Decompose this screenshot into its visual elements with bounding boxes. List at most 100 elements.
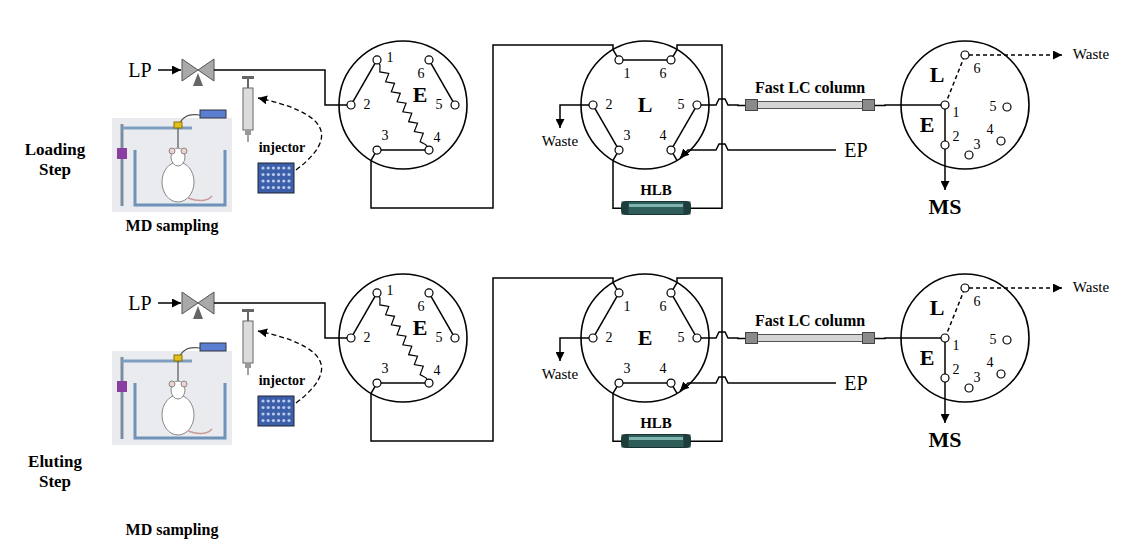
part-body bbox=[745, 332, 875, 344]
plate-well bbox=[272, 412, 275, 415]
port-number: 1 bbox=[953, 339, 960, 353]
port bbox=[1003, 336, 1011, 344]
cartridge-highlight bbox=[629, 437, 683, 440]
port-number: 6 bbox=[418, 67, 425, 81]
stand-pole bbox=[121, 124, 124, 206]
port bbox=[425, 146, 433, 154]
ep-line bbox=[680, 377, 836, 391]
port bbox=[589, 334, 597, 342]
column-fitting bbox=[746, 100, 758, 111]
picture-ground bbox=[112, 351, 232, 445]
valve-knob bbox=[193, 306, 203, 319]
part-name: Fast LC column bbox=[745, 312, 875, 330]
port bbox=[693, 334, 701, 342]
cartridge-highlight bbox=[629, 204, 683, 207]
port bbox=[997, 370, 1005, 378]
valve-internals bbox=[339, 56, 459, 160]
port bbox=[347, 334, 355, 342]
syringe-barrel bbox=[243, 88, 253, 130]
sample-loop bbox=[377, 293, 429, 383]
plate-well bbox=[287, 399, 290, 402]
plate-well bbox=[267, 179, 270, 182]
port-number: 5 bbox=[678, 98, 685, 112]
port bbox=[373, 379, 381, 387]
pump-label: LP bbox=[128, 59, 151, 82]
tubing-connector bbox=[709, 332, 745, 338]
valve-internals bbox=[581, 283, 709, 394]
channel bbox=[944, 105, 946, 145]
valve-position: L bbox=[638, 94, 653, 116]
plate-well bbox=[287, 419, 290, 422]
ms-line bbox=[944, 382, 946, 423]
port-number: 3 bbox=[974, 371, 981, 385]
port-number: 6 bbox=[974, 62, 981, 76]
stand-pole bbox=[121, 357, 124, 439]
plate-well bbox=[261, 399, 264, 402]
port bbox=[667, 146, 675, 154]
plate-well bbox=[267, 399, 270, 402]
waste-line bbox=[560, 338, 581, 361]
plate-well bbox=[272, 406, 275, 409]
channel bbox=[377, 382, 429, 384]
outlet-label: Waste bbox=[542, 366, 578, 383]
plate-well bbox=[261, 406, 264, 409]
port bbox=[965, 384, 973, 392]
port bbox=[941, 101, 949, 109]
rat-body bbox=[162, 395, 194, 435]
port-number: 5 bbox=[436, 98, 443, 112]
valve-outline bbox=[581, 41, 709, 169]
valve-knob bbox=[193, 73, 203, 86]
valve-outline bbox=[339, 274, 467, 402]
rat-ear bbox=[181, 381, 187, 387]
port bbox=[373, 146, 381, 154]
plate-well bbox=[277, 179, 280, 182]
tubing bbox=[177, 361, 178, 381]
plate-well bbox=[282, 412, 285, 415]
valve-outline bbox=[901, 274, 1029, 402]
port-number: 2 bbox=[606, 331, 613, 345]
cartridge bbox=[622, 202, 691, 215]
clamp bbox=[117, 148, 127, 159]
valve-outline bbox=[581, 274, 709, 402]
plate-well bbox=[267, 419, 270, 422]
tubing-connector bbox=[613, 393, 621, 441]
valve-internals bbox=[339, 289, 459, 393]
syringe-pump bbox=[200, 343, 226, 351]
plate-well bbox=[282, 399, 285, 402]
port-number: 2 bbox=[364, 98, 371, 112]
port-number: 4 bbox=[660, 129, 667, 143]
valve-position: E bbox=[920, 347, 935, 369]
plate-well bbox=[272, 166, 275, 169]
syringe-cap bbox=[242, 309, 254, 312]
plate-well bbox=[272, 419, 275, 422]
detector-label: MS bbox=[929, 427, 962, 452]
port-number: 2 bbox=[364, 331, 371, 345]
part-name: HLB bbox=[621, 415, 691, 432]
tubing-connector bbox=[875, 337, 901, 339]
swivel bbox=[174, 122, 182, 128]
port-number: 1 bbox=[387, 51, 394, 65]
syringe-barrel bbox=[243, 321, 253, 363]
port-number: 4 bbox=[987, 123, 994, 137]
hlb-cartridge: HLB bbox=[621, 415, 691, 448]
transfer-arrow bbox=[258, 98, 322, 170]
plate-well bbox=[287, 406, 290, 409]
cartridge-end bbox=[684, 435, 691, 448]
plate-well bbox=[282, 166, 285, 169]
part-body bbox=[745, 99, 875, 111]
channel bbox=[619, 59, 671, 61]
channel bbox=[377, 149, 429, 151]
picture-ground bbox=[112, 118, 232, 212]
plate-well bbox=[282, 186, 285, 189]
port-number: 5 bbox=[436, 331, 443, 345]
tubing-connector bbox=[875, 104, 901, 106]
microplate bbox=[258, 396, 294, 426]
waste-line-dashed bbox=[969, 287, 1062, 289]
port-number: 1 bbox=[624, 67, 631, 81]
ep-line bbox=[680, 144, 836, 158]
outlet-label: Waste bbox=[542, 133, 578, 150]
illustration bbox=[112, 50, 1062, 445]
port bbox=[373, 289, 381, 297]
port-stub bbox=[901, 337, 945, 339]
